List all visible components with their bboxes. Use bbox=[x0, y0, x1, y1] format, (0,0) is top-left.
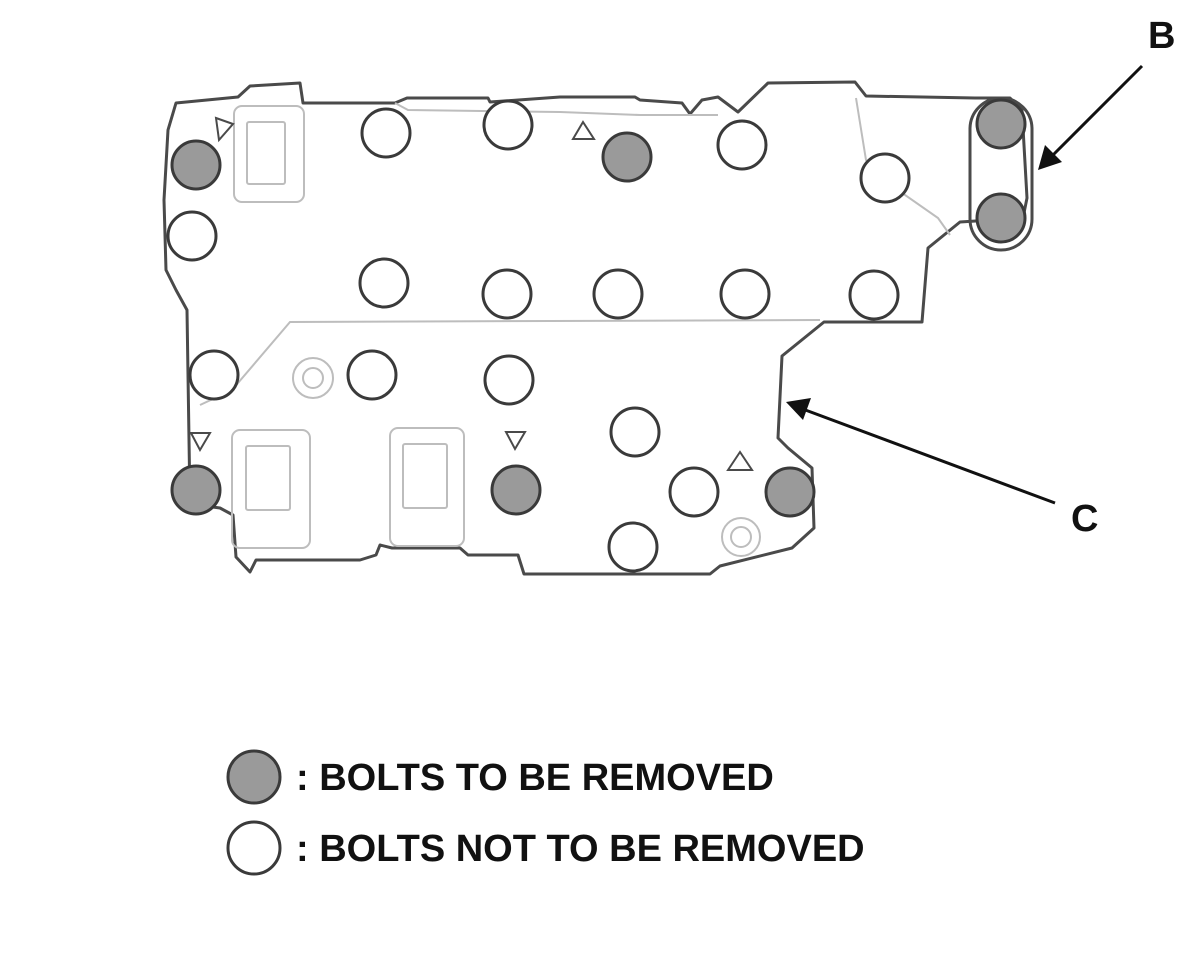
bolt-to-remove bbox=[170, 139, 222, 191]
port-lower-middle bbox=[389, 427, 465, 547]
bolt-not-to-remove bbox=[483, 354, 535, 406]
triangle-marker-upper-middle bbox=[571, 120, 596, 140]
bolt-to-remove bbox=[170, 464, 222, 516]
bolt-not-to-remove bbox=[360, 107, 412, 159]
bolt-to-remove bbox=[975, 98, 1027, 150]
upper-left-step-line bbox=[394, 102, 718, 116]
callout-b-arrowhead bbox=[1038, 145, 1062, 170]
legend-not-removed-bolt-swatch bbox=[226, 820, 282, 876]
bolt-not-to-remove bbox=[848, 269, 900, 321]
bolt-to-remove bbox=[490, 464, 542, 516]
bolt-not-to-remove bbox=[609, 406, 661, 458]
bolt-to-remove bbox=[601, 131, 653, 183]
legend: : BOLTS TO BE REMOVED : BOLTS NOT TO BE … bbox=[226, 749, 865, 876]
washer-left bbox=[292, 357, 334, 399]
triangle-marker-lower-middle bbox=[504, 431, 527, 452]
callout-c: C bbox=[786, 398, 1098, 540]
bolt-not-to-remove bbox=[481, 268, 533, 320]
callout-c-arrowhead bbox=[786, 398, 811, 420]
legend-removed-bolt-swatch bbox=[226, 749, 282, 805]
plate-outline bbox=[162, 80, 1029, 576]
upper-right-channel-line bbox=[855, 97, 951, 236]
port-upper-left bbox=[233, 105, 305, 203]
bolt-not-to-remove bbox=[358, 257, 410, 309]
port-lower-left bbox=[231, 429, 311, 549]
triangle-marker-upper-left bbox=[214, 116, 235, 143]
callout-b-leader-arrow bbox=[1048, 64, 1144, 160]
bolt-not-to-remove bbox=[166, 210, 218, 262]
bolt-not-to-remove bbox=[859, 152, 911, 204]
bolt-not-to-remove bbox=[592, 268, 644, 320]
callout-c-leader-arrow bbox=[799, 406, 1056, 505]
callout-b-label: B bbox=[1148, 15, 1175, 57]
callout-c-label: C bbox=[1071, 498, 1098, 540]
triangle-marker-lower-left bbox=[189, 432, 212, 453]
bolt-not-to-remove bbox=[346, 349, 398, 401]
callout-b: B bbox=[1038, 15, 1175, 170]
bolt-not-to-remove bbox=[716, 119, 768, 171]
bolt-not-to-remove bbox=[719, 268, 771, 320]
bolt-not-to-remove bbox=[607, 521, 659, 573]
bolt-not-to-remove bbox=[482, 99, 534, 151]
legend-removed-label: : BOLTS TO BE REMOVED bbox=[296, 757, 774, 799]
bolt-not-to-remove bbox=[188, 349, 240, 401]
bolts bbox=[166, 98, 1027, 573]
bolt-not-to-remove bbox=[668, 466, 720, 518]
legend-not-removed-label: : BOLTS NOT TO BE REMOVED bbox=[296, 828, 865, 870]
bolt-to-remove bbox=[975, 192, 1027, 244]
washer-lower-right bbox=[721, 517, 761, 557]
bolt-pair-bracket bbox=[968, 96, 1034, 252]
bolt-to-remove bbox=[764, 466, 816, 518]
triangle-marker-lower-right bbox=[726, 450, 754, 471]
